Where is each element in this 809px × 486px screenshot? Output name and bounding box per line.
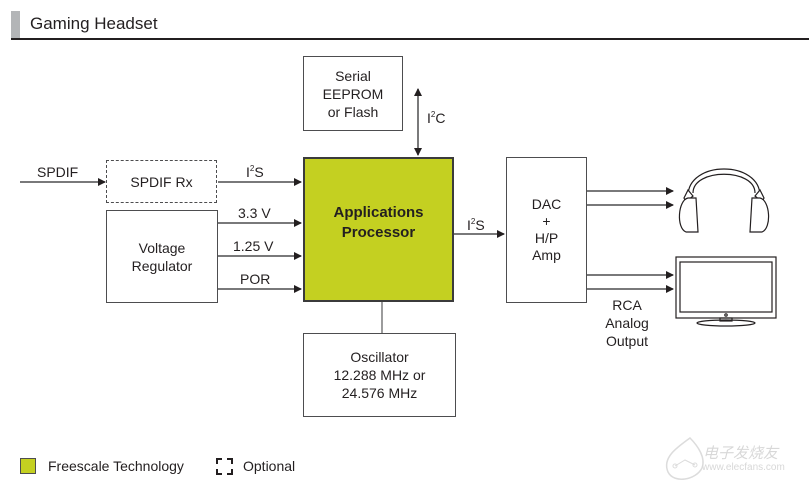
eeprom-line-2: EEPROM [322, 85, 384, 102]
spdif-rx-label: SPDIF Rx [130, 173, 193, 190]
legend-freescale-swatch [20, 458, 36, 474]
i2s-input-label: I2S [246, 164, 264, 180]
legend-optional-label: Optional [243, 458, 296, 474]
spdif-rx-block: SPDIF Rx [106, 160, 217, 203]
header-accent-bar [11, 11, 20, 39]
voltage-regulator-line-2: Regulator [131, 257, 193, 274]
legend-freescale-label: Freescale Technology [48, 458, 184, 474]
watermark-brand: 电子发烧友 [703, 445, 779, 462]
dac-amp-block: DAC + H/P Amp [506, 157, 587, 303]
rca-line-3: Output [605, 333, 649, 349]
headphones-icon [678, 168, 770, 233]
v125-label: 1.25 V [233, 238, 274, 254]
eeprom-line-1: Serial [335, 67, 371, 84]
serial-eeprom-block: Serial EEPROM or Flash [303, 56, 403, 131]
voltage-regulator-block: Voltage Regulator [106, 210, 218, 303]
dac-line-4: Amp [532, 247, 561, 263]
spdif-input-label: SPDIF [37, 164, 79, 180]
dac-line-2: + [542, 213, 551, 229]
processor-line-2: Processor [341, 223, 416, 241]
oscillator-line-2: 12.288 MHz or [333, 367, 426, 383]
rca-analog-output-label: RCA Analog Output [590, 296, 664, 350]
page-title: Gaming Headset [30, 14, 158, 33]
dac-line-3: H/P [534, 230, 559, 246]
voltage-regulator-line-1: Voltage [138, 239, 186, 256]
oscillator-line-1: Oscillator [350, 349, 409, 365]
i2s-output-label: I2S [467, 217, 485, 233]
rca-line-1: RCA [612, 297, 642, 313]
rca-line-2: Analog [605, 315, 649, 331]
tv-icon [675, 256, 777, 327]
processor-line-1: Applications [333, 203, 424, 221]
por-label: POR [240, 271, 271, 287]
v33-label: 3.3 V [238, 205, 271, 221]
oscillator-block: Oscillator 12.288 MHz or 24.576 MHz [303, 333, 456, 417]
dac-line-1: DAC [531, 196, 562, 212]
eeprom-line-3: or Flash [327, 103, 379, 120]
oscillator-line-3: 24.576 MHz [341, 385, 418, 401]
header-divider [11, 38, 809, 40]
legend-optional-swatch [216, 458, 233, 475]
i2c-label: I2C [427, 110, 446, 126]
watermark-url: www.elecfans.com [702, 462, 785, 473]
applications-processor-block: Applications Processor [303, 157, 454, 302]
